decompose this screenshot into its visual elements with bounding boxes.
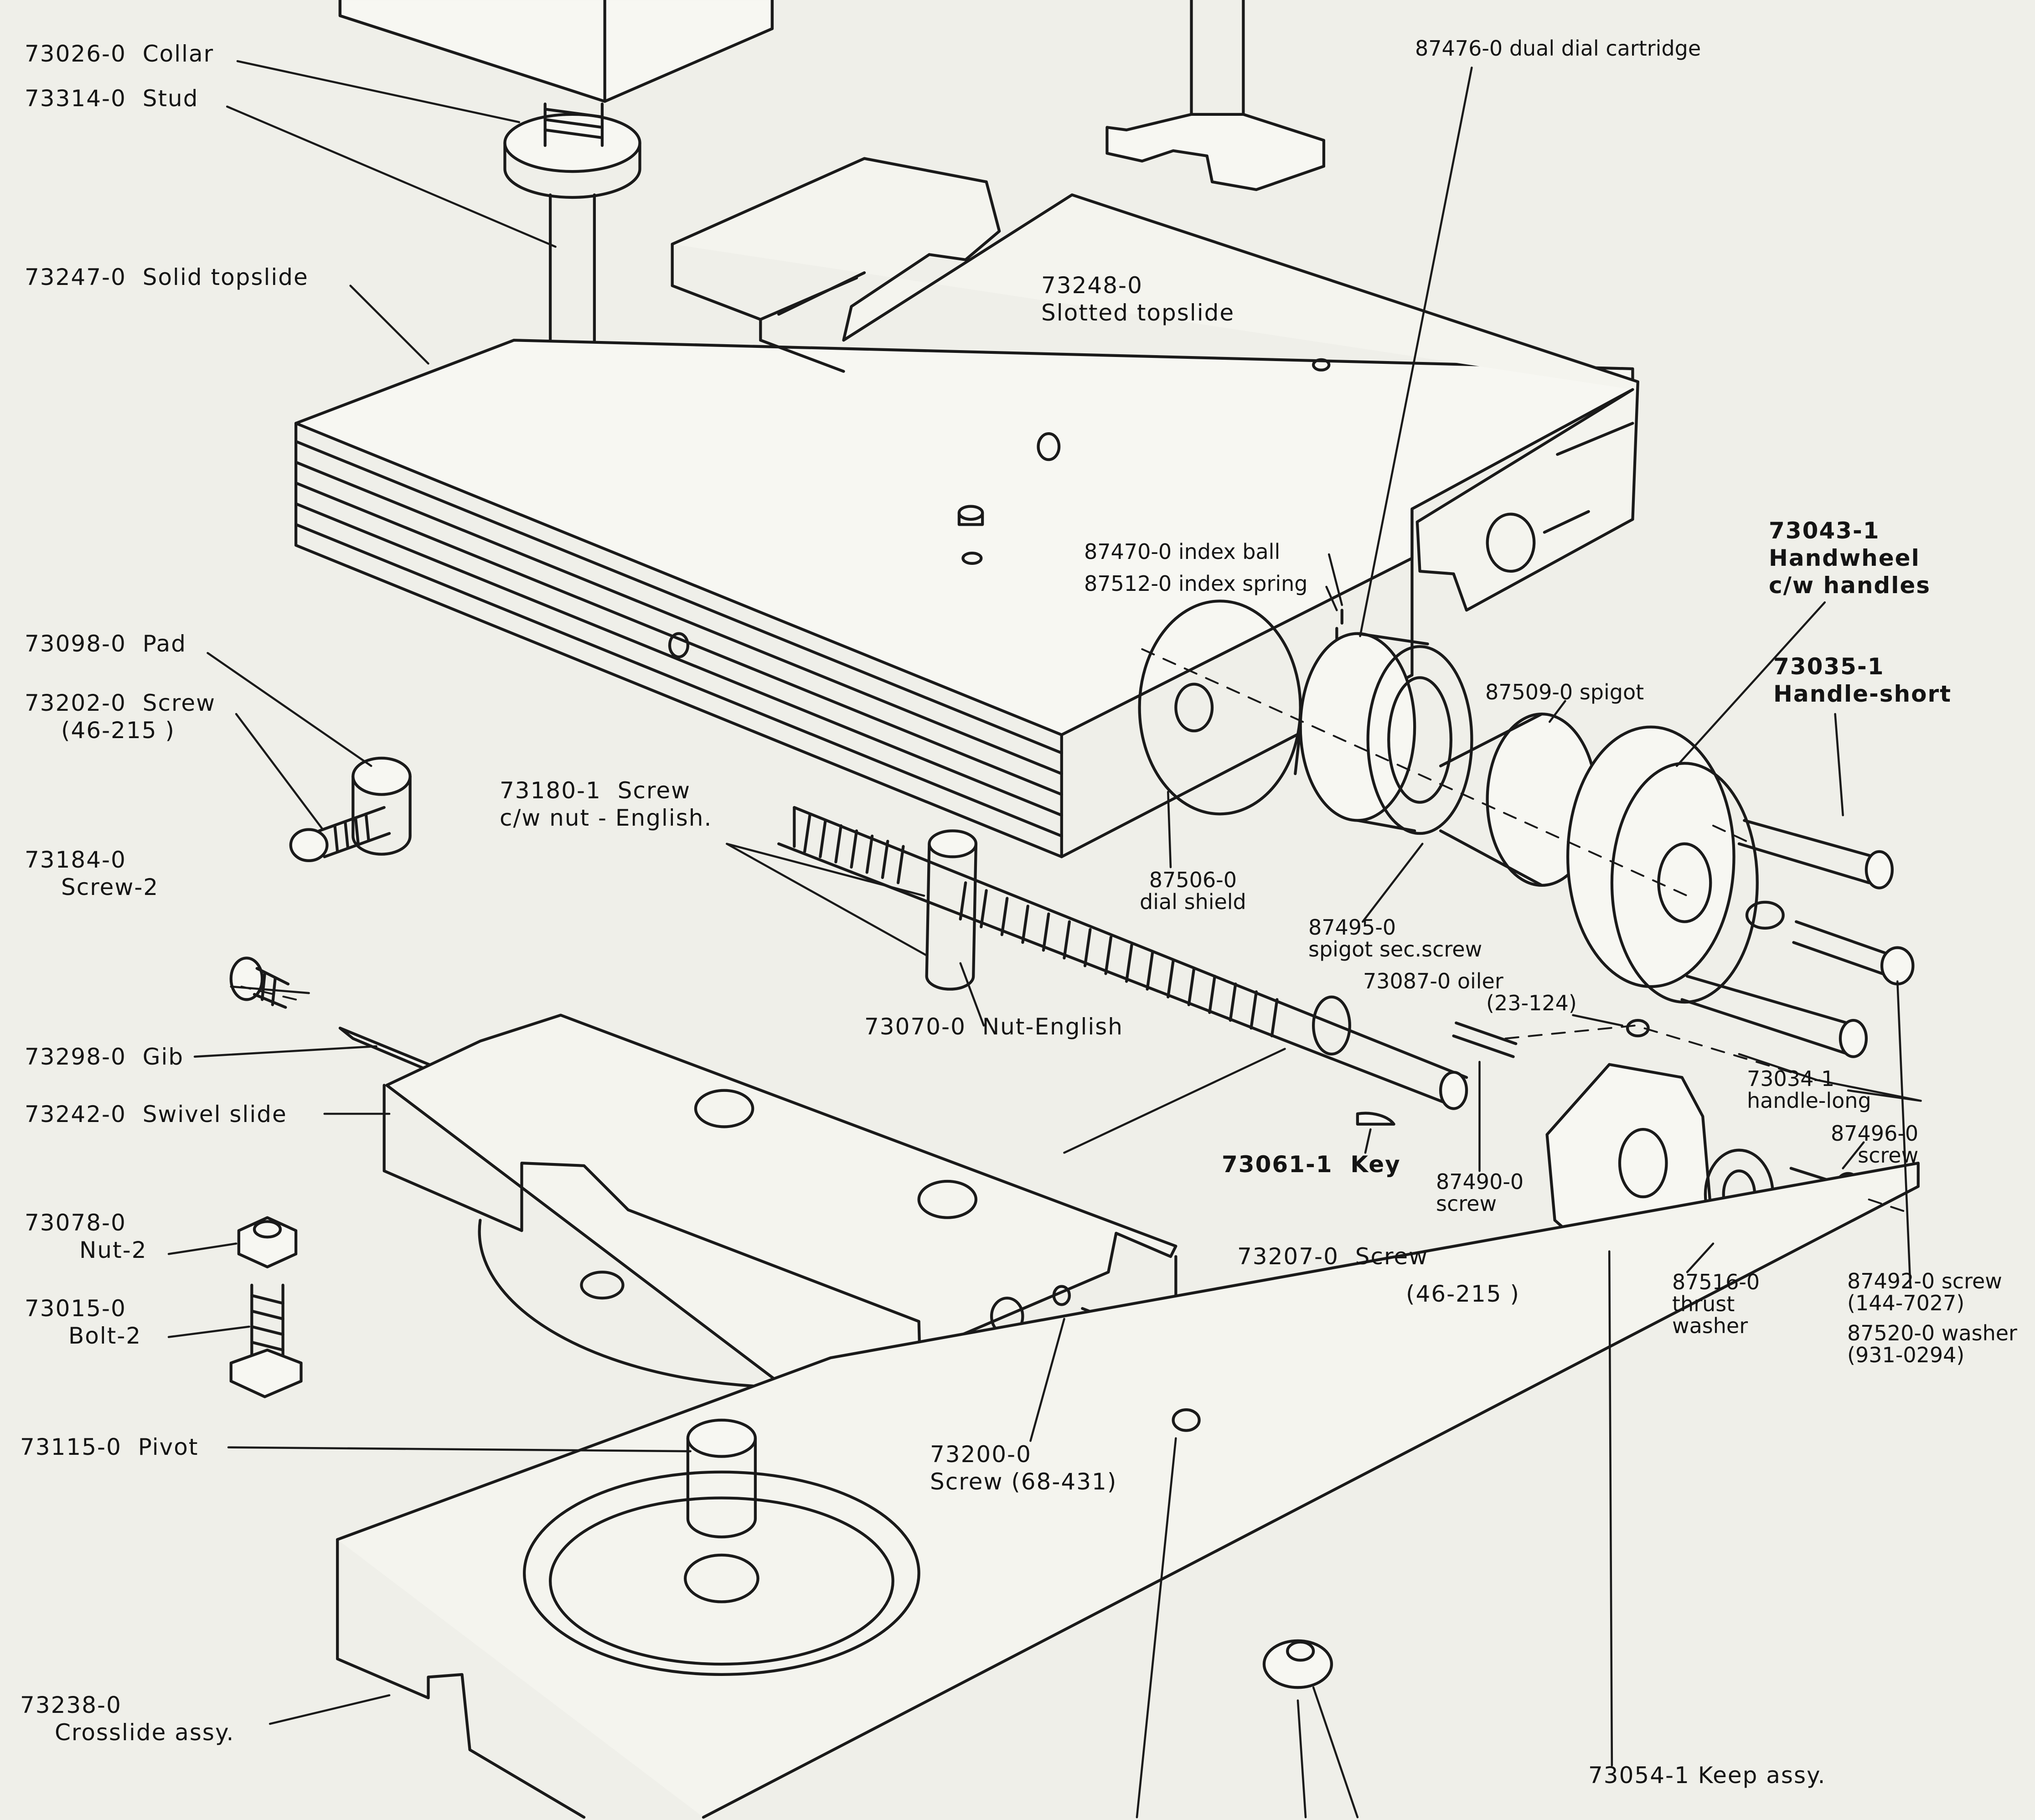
label-spigot-sec-screw: 87495-0 spigot sec.screw [1308,915,1482,962]
collar-part [503,102,641,199]
label-handle-short: 73035-1 Handle-short [1773,653,1952,707]
nut-english-part [925,829,978,991]
pad-part [351,756,412,856]
center-axis-lines [240,648,1909,1214]
label-pivot: 73115-0 Pivot [20,1434,199,1460]
screw-2-part [229,957,290,1009]
upper-column-right [1105,0,1326,191]
label-screw-87492: 87492-0 screw (144-7027) [1847,1269,2002,1315]
label-swivel-slide: 73242-0 Swivel slide [25,1101,287,1127]
bolt-2-part [229,1283,303,1398]
label-screw-73202: 73202-0 Screw (46-215 ) [25,690,216,744]
dual-dial-cartridge-part [1294,609,1473,835]
label-screw-73180: 73180-1 Screw c/w nut - English. [500,777,713,831]
handwheel-part [1566,725,1785,1004]
label-spigot: 87509-0 spigot [1485,680,1644,704]
leader-lines [167,60,1922,1819]
slotted-topslide-body [671,157,1639,612]
key-part [1356,1112,1395,1126]
label-screw-87490: 87490-0 screw [1436,1169,1524,1216]
crossslide-base [336,1162,1920,1819]
label-index-ball: 87470-0 index ball [1084,539,1281,564]
label-nut-english: 73070-0 Nut-English [864,1013,1123,1040]
label-handwheel: 73043-1 Handwheel c/w handles [1769,517,1931,599]
nut-2-part [237,1216,298,1269]
label-oiler: 73087-0 oiler (23-124) [1363,969,1577,1015]
label-screw-87496: 87496-0 screw [1831,1121,1919,1168]
label-collar: 73026-0 Collar [25,41,214,67]
label-screw-2: 73184-0 Screw-2 [25,847,159,900]
label-bolt-2: 73015-0 Bolt-2 [25,1295,142,1349]
label-thrust-washer: 87516-0 thrust washer [1672,1270,1760,1338]
label-screw-73200: 73200-0 Screw (68-431) [930,1441,1117,1495]
label-washer-87520: 87520-0 washer (931-0294) [1847,1321,2017,1367]
label-index-spring: 87512-0 index spring [1084,571,1308,596]
label-keep-assy: 73054-1 Keep assy. [1588,1762,1826,1789]
small-set-screw [957,505,984,565]
solid-topslide-body [294,339,1634,858]
label-pad: 73098-0 Pad [25,631,187,657]
label-dial-shield: 87506-0 dial shield [1140,868,1246,914]
handle-long-part [1680,975,1868,1058]
handle-short-part [1737,819,1894,889]
label-stud: 73314-0 Stud [25,85,199,112]
label-solid-topslide: 73247-0 Solid topslide [25,264,309,290]
label-nut-2: 73078-0 Nut-2 [25,1210,147,1263]
pivot-part [686,1418,757,1539]
label-crossslide: 73238-0 Crosslide assy. [20,1692,235,1746]
label-slotted-topslide: 73248-0 Slotted topslide [1041,272,1235,326]
label-screw-73207: 73207-0 Screw (46-215 ) [1237,1243,1520,1307]
label-dual-dial-cartridge: 87476-0 dual dial cartridge [1415,36,1701,61]
handle-screw-part [1792,920,1915,986]
label-gib: 73298-0 Gib [25,1044,184,1070]
upper-block-left [338,0,774,103]
screw-73202-part [289,806,391,862]
label-key: 73061-1 Key [1222,1151,1401,1178]
lower-fittings [1172,1408,1333,1689]
label-handle-long: 73034-1 handle-long [1747,1066,1871,1113]
